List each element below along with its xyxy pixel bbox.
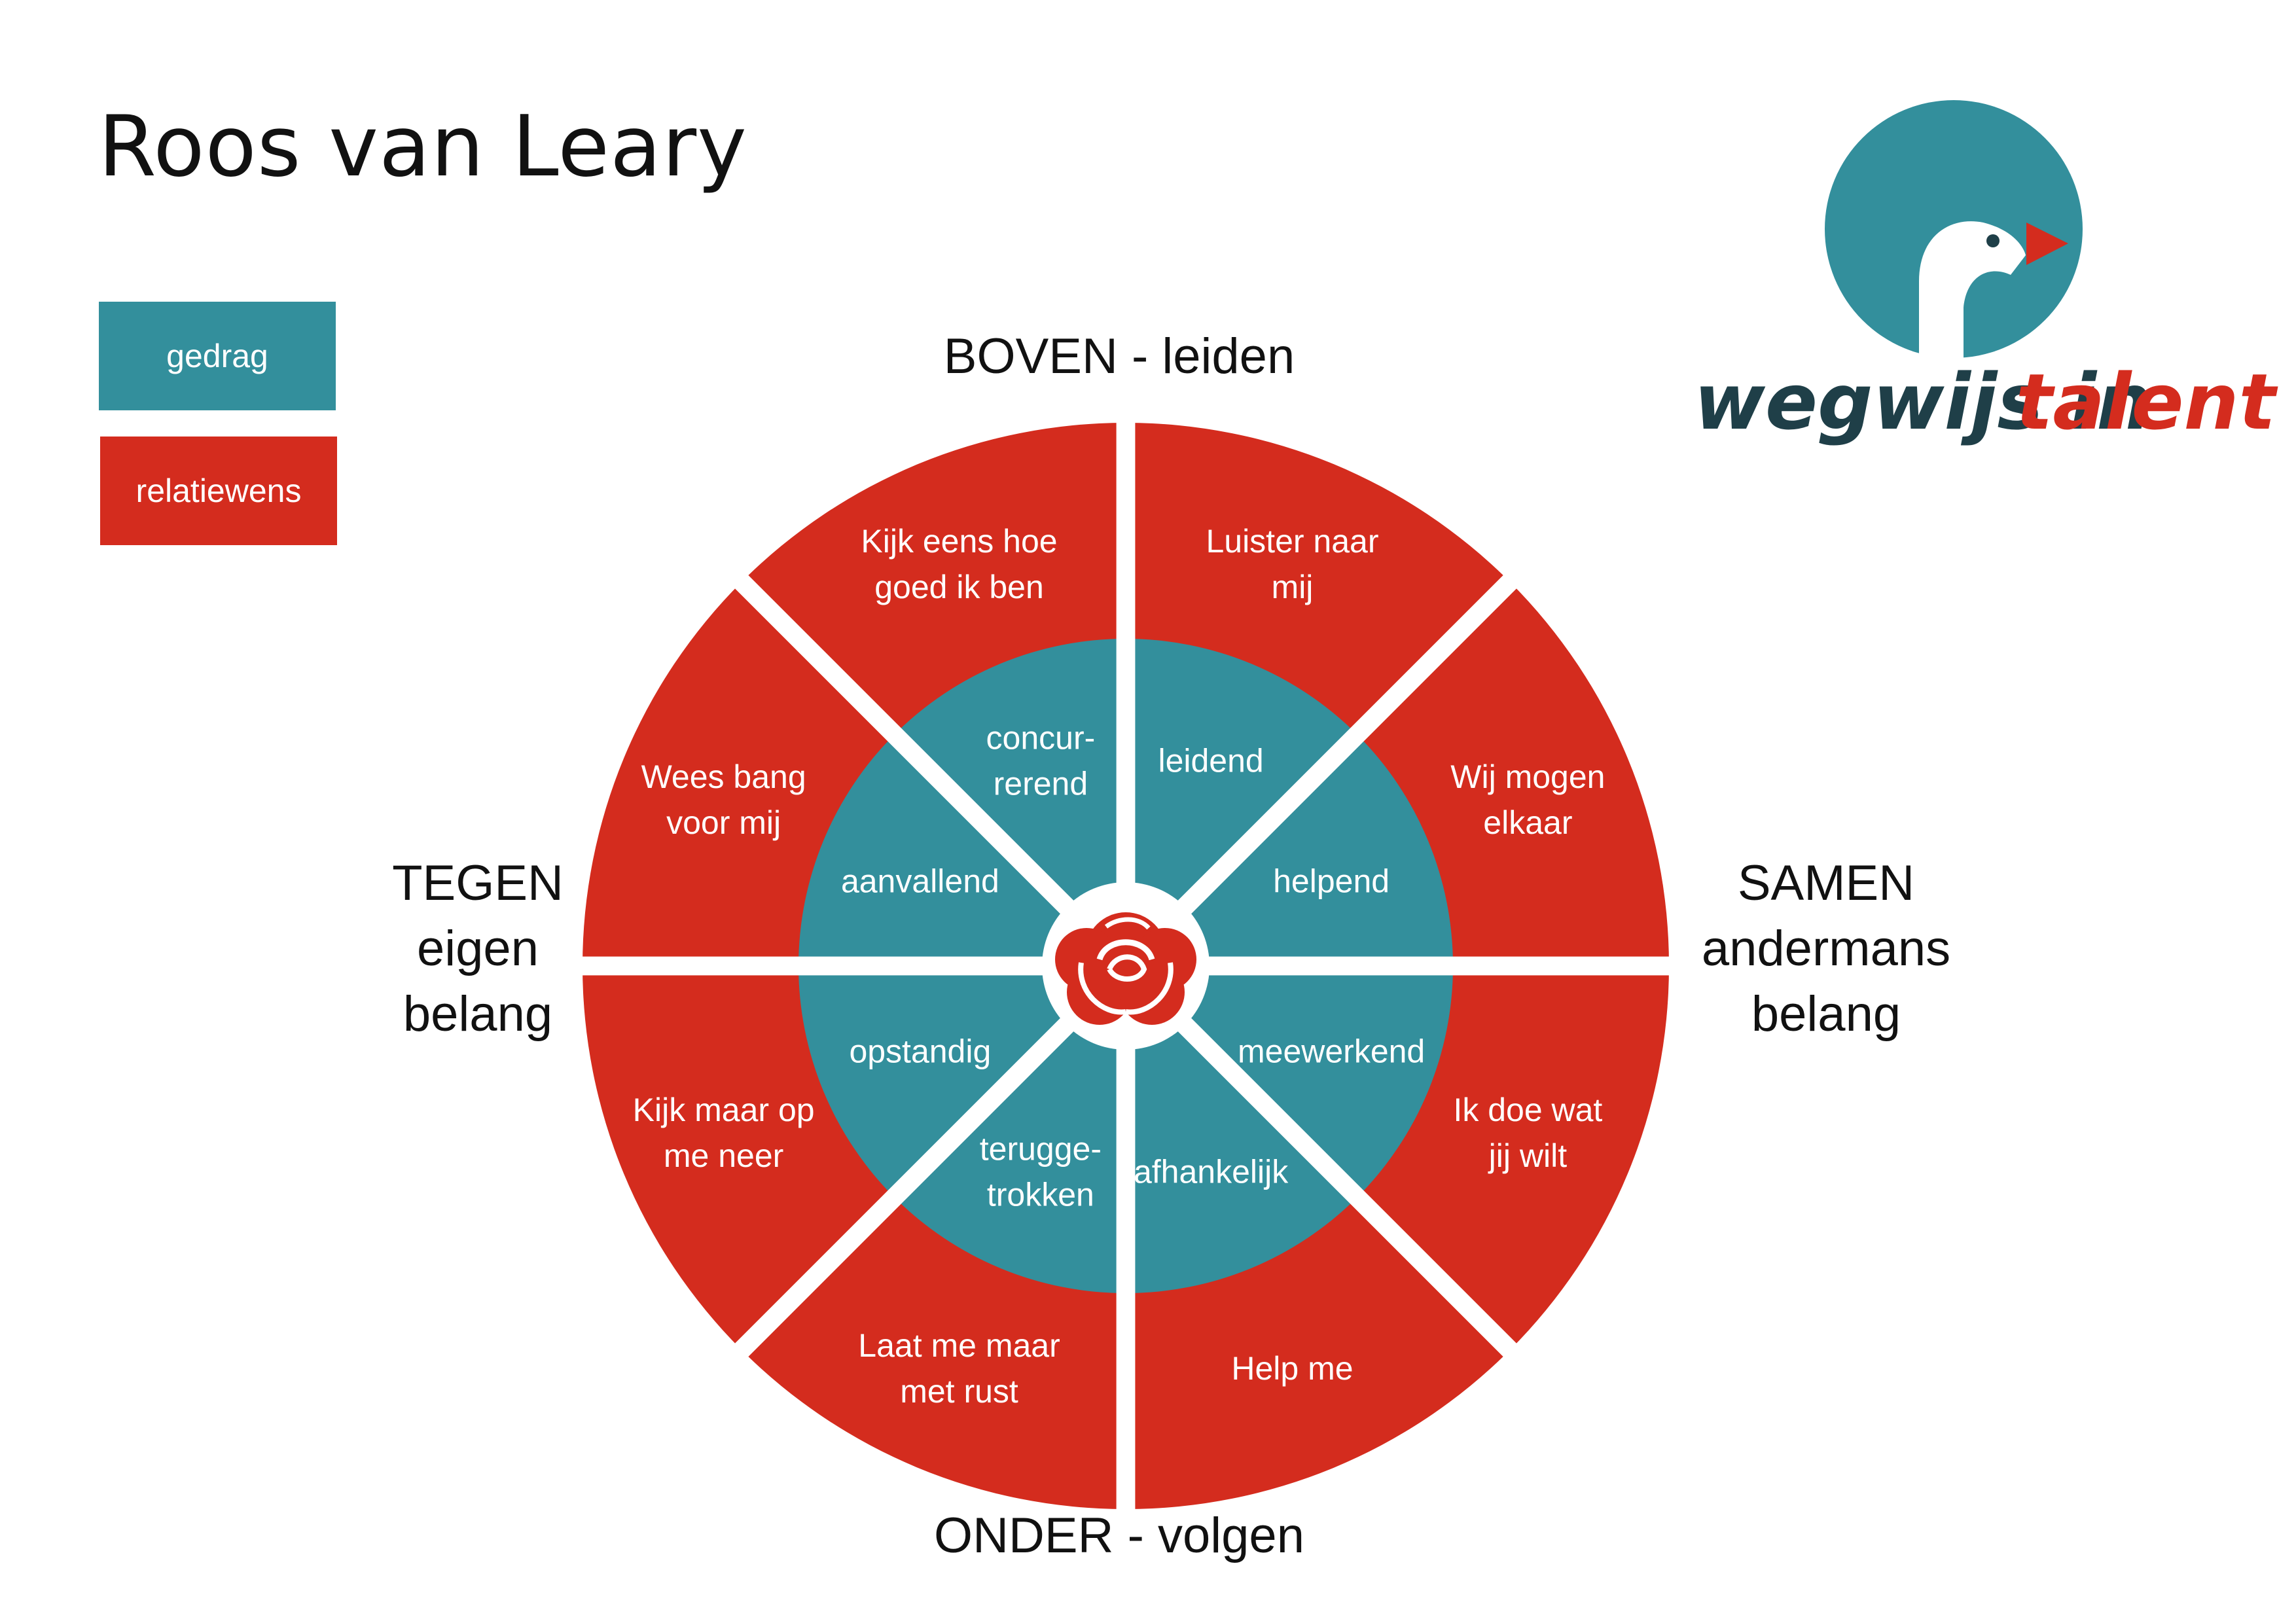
inner-segment-label: leidend bbox=[1158, 742, 1263, 779]
outer-segment-label-line: Help me bbox=[1231, 1350, 1353, 1387]
outer-segment-label: Help me bbox=[1231, 1350, 1353, 1387]
outer-segment-label-line: Wij mogen bbox=[1450, 758, 1605, 795]
outer-segment-label: Ik doe wat jij wilt bbox=[1453, 1092, 1602, 1174]
axis-left-line: belang bbox=[403, 986, 553, 1042]
segment-divider bbox=[1119, 959, 1522, 1362]
axis-bottom-label: ONDER - volgen bbox=[934, 1508, 1304, 1563]
inner-segment-label: opstandig bbox=[849, 1033, 991, 1070]
axis-left-line: eigen bbox=[417, 921, 539, 976]
outer-segment-label-line: Wees bang bbox=[641, 758, 806, 795]
inner-segment-label-line: meewerkend bbox=[1238, 1033, 1425, 1070]
page-title: Roos van Leary bbox=[98, 98, 747, 196]
axis-right-line: andermans bbox=[1701, 921, 1951, 976]
inner-segment-label: terugge-trokken bbox=[980, 1131, 1102, 1213]
inner-segment-label-line: opstandig bbox=[849, 1033, 991, 1070]
outer-segment-label: Kijk eens hoe goed ik ben bbox=[861, 523, 1057, 605]
outer-segment-label-line: Kijk eens hoe bbox=[861, 523, 1057, 560]
outer-segment-label-line: elkaar bbox=[1483, 804, 1572, 841]
outer-segment-label-line: met rust bbox=[900, 1373, 1018, 1410]
inner-segment-label-line: aanvallend bbox=[841, 863, 999, 899]
inner-segment-label-line: afhankelijk bbox=[1134, 1154, 1289, 1190]
outer-segment-label: Wij mogen elkaar bbox=[1450, 758, 1605, 841]
outer-segment-label: Laat me maar met rust bbox=[858, 1327, 1060, 1410]
legend-relatiewens: relatiewens bbox=[100, 437, 337, 545]
outer-segment-label: Wees bang voor mij bbox=[641, 758, 806, 841]
inner-segment-label-line: trokken bbox=[987, 1177, 1094, 1213]
axis-left-line: TEGEN bbox=[392, 855, 564, 911]
axis-right-label: SAMEN andermans belang bbox=[1689, 851, 1964, 1047]
segment-divider bbox=[730, 959, 1133, 1362]
inner-segment-label-line: leidend bbox=[1158, 742, 1263, 779]
goose-icon bbox=[1919, 221, 2068, 358]
outer-segment-label-line: jij wilt bbox=[1488, 1137, 1568, 1174]
labels-layer: Luister naar mij leidend Wij mogen elkaar hel… bbox=[633, 523, 1605, 1410]
inner-segment-label: aanvallend bbox=[841, 863, 999, 899]
legend-gedrag: gedrag bbox=[99, 302, 336, 410]
inner-segment-label-line: terugge- bbox=[980, 1131, 1102, 1168]
inner-segment-label: concur-rerend bbox=[986, 719, 1096, 802]
logo-word-talent: talent bbox=[2016, 357, 2279, 447]
axis-top-label: BOVEN - leiden bbox=[943, 329, 1295, 384]
outer-segment-label-line: Ik doe wat bbox=[1453, 1092, 1602, 1128]
axis-right-line: SAMEN bbox=[1737, 855, 1915, 911]
segment-divider bbox=[730, 570, 1133, 973]
inner-segment-label: afhankelijk bbox=[1134, 1154, 1289, 1190]
axis-right-line: belang bbox=[1751, 986, 1901, 1042]
inner-segment-label-line: concur- bbox=[986, 719, 1096, 756]
logo-word-wegwijs: wegwijs in bbox=[1694, 357, 2151, 447]
inner-segment-label-line: helpend bbox=[1273, 863, 1390, 899]
outer-segment-label-line: Luister naar bbox=[1206, 523, 1378, 560]
outer-segment-label-line: Laat me maar bbox=[858, 1327, 1060, 1364]
inner-segment-label-line: rerend bbox=[994, 765, 1088, 802]
inner-segment-label: meewerkend bbox=[1238, 1033, 1425, 1070]
outer-segment-label-line: Kijk maar op bbox=[633, 1092, 815, 1128]
outer-segment-label: Kijk maar op me neer bbox=[633, 1092, 815, 1174]
outer-segment-label-line: voor mij bbox=[666, 804, 781, 841]
segment-divider bbox=[1119, 570, 1522, 973]
legend-gedrag-label: gedrag bbox=[166, 338, 268, 374]
wegwijs-in-talent-logo: wegwijs in talent bbox=[1694, 100, 2279, 447]
legend-relatiewens-label: relatiewens bbox=[135, 473, 302, 509]
outer-segment-label-line: mij bbox=[1272, 569, 1314, 605]
outer-segment-label-line: goed ik ben bbox=[874, 569, 1044, 605]
axis-left-label: TEGEN eigen belang bbox=[367, 851, 589, 1047]
rose-center-icon bbox=[1042, 882, 1210, 1050]
outer-segment-label: Luister naar mij bbox=[1206, 523, 1378, 605]
inner-segment-label: helpend bbox=[1273, 863, 1390, 899]
outer-segment-label-line: me neer bbox=[664, 1137, 783, 1174]
